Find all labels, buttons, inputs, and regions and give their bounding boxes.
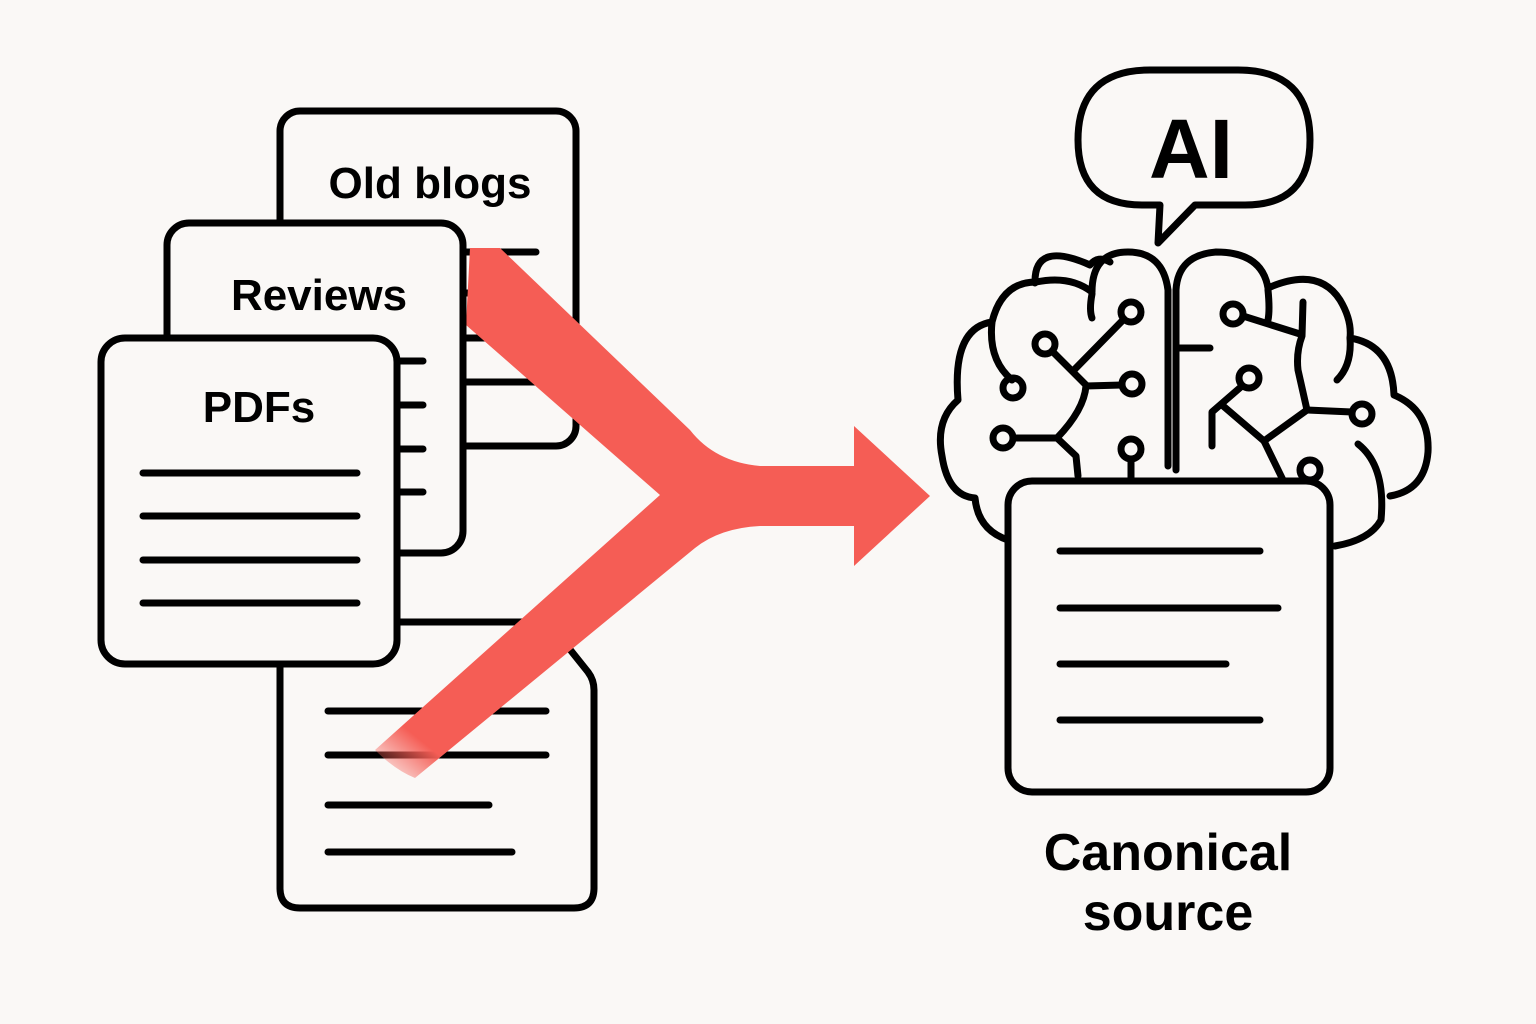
caption-line-1: Canonical: [1044, 824, 1293, 882]
doc-canonical-lines: [1056, 547, 1282, 724]
doc-pdfs-lines: [139, 469, 361, 607]
doc-reviews-lines: [394, 357, 427, 496]
brain-circuit-icon: [936, 248, 1432, 550]
merge-arrow-icon: [375, 248, 930, 778]
doc-reviews-label: Reviews: [231, 271, 407, 320]
doc-pdfs-label: PDFs: [203, 383, 315, 432]
doc-canonical-source: [1004, 477, 1334, 796]
doc-pdfs: PDFs: [97, 334, 401, 668]
speech-bubble-icon: AI: [1074, 66, 1314, 247]
canonical-source-caption: Canonical source: [1044, 824, 1293, 942]
ai-label: AI: [1149, 102, 1233, 196]
caption-line-2: source: [1083, 884, 1254, 942]
doc-old-blogs-label: Old blogs: [329, 159, 532, 208]
